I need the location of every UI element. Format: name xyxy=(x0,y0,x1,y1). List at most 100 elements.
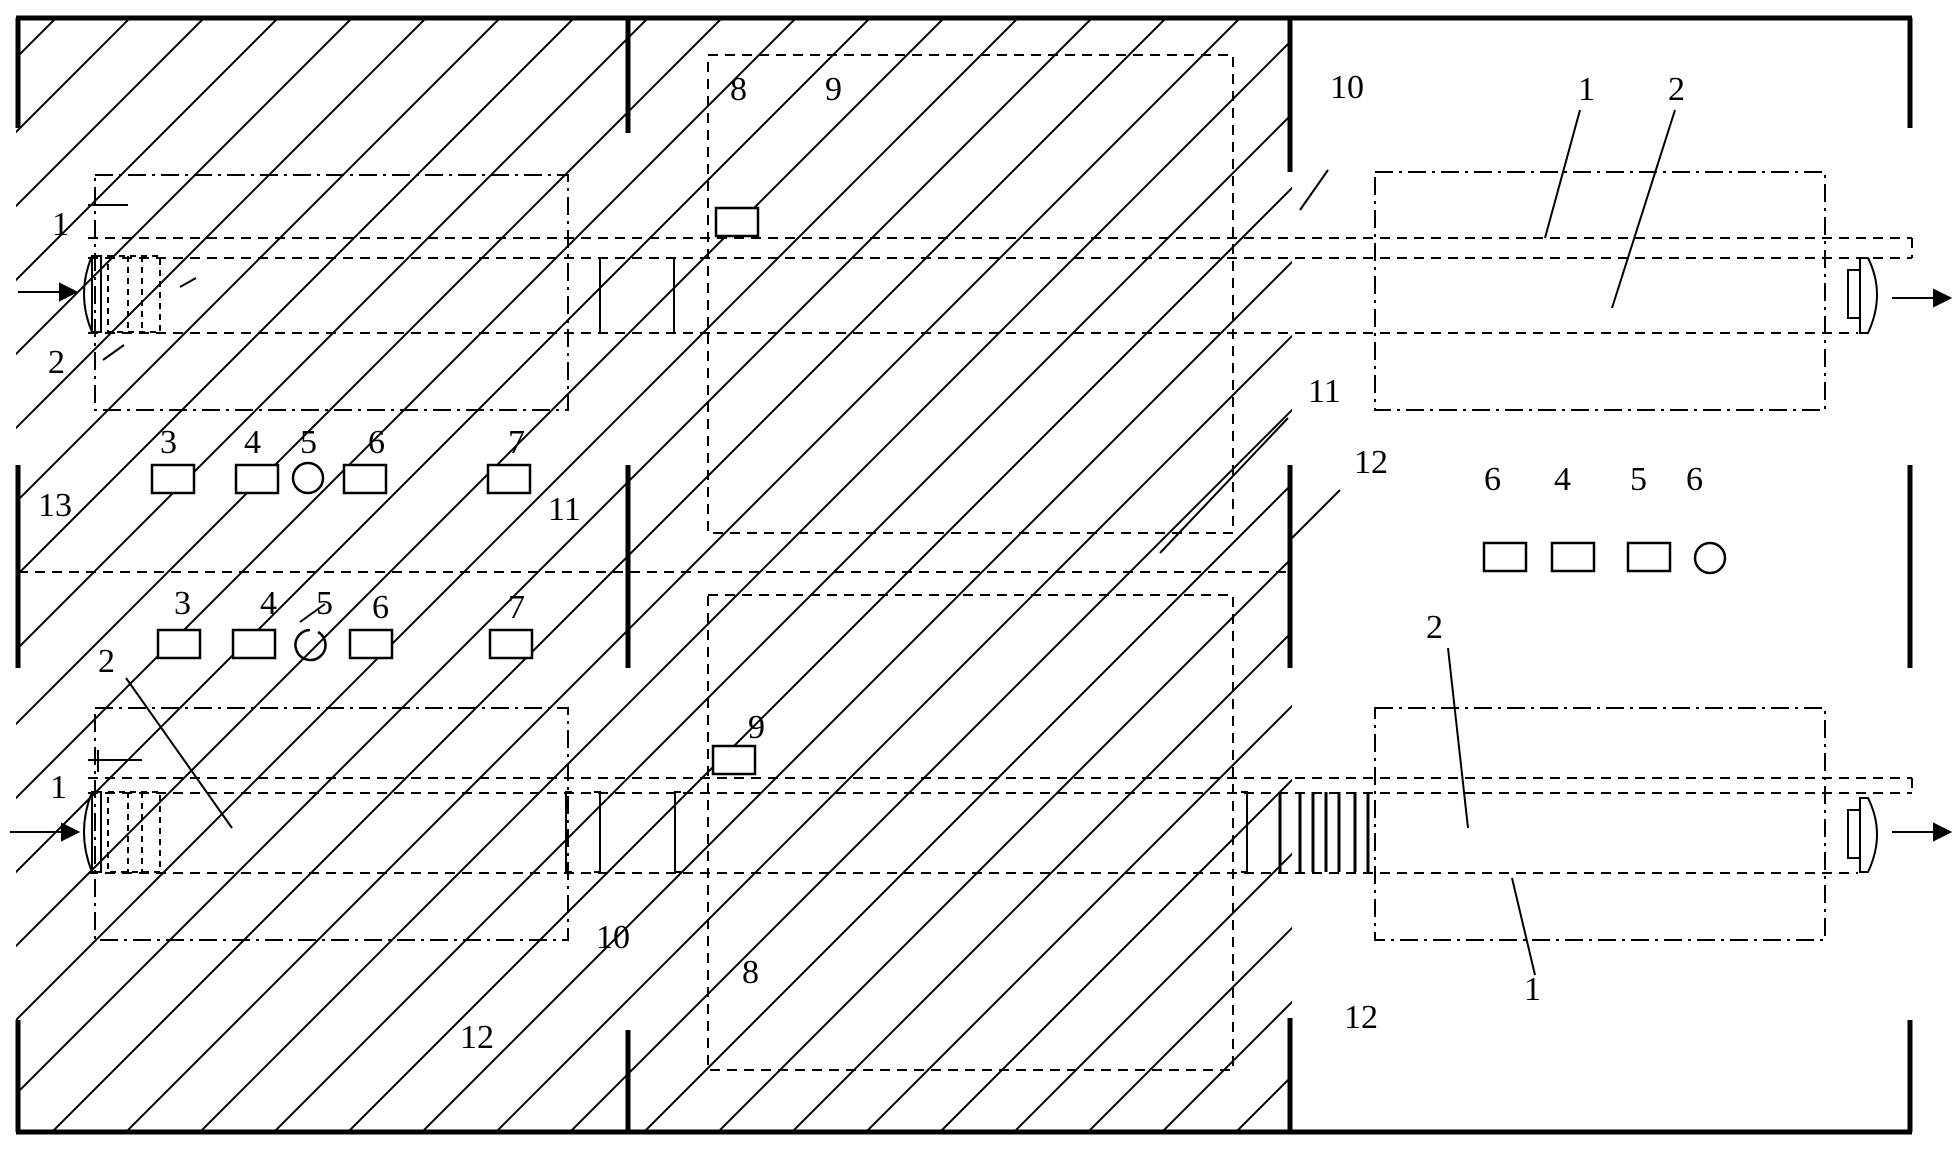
arrow-in-top-icon xyxy=(18,282,79,302)
label-1: 1 xyxy=(52,206,69,243)
hatch-line xyxy=(16,18,502,504)
equip-6-right xyxy=(1482,541,1528,573)
hatch-line xyxy=(16,18,132,134)
equip-6-bottom xyxy=(348,628,394,660)
label-7: 7 xyxy=(508,589,525,626)
label-2: 2 xyxy=(1668,71,1685,108)
label-4: 4 xyxy=(1554,461,1571,498)
equip-4-bottom xyxy=(231,628,277,660)
equip-5-right xyxy=(1626,541,1672,573)
label-2: 2 xyxy=(1426,609,1443,646)
label-3: 3 xyxy=(160,424,177,461)
label-12: 12 xyxy=(1354,444,1388,481)
equip-6-top xyxy=(342,463,388,495)
equip-3-bottom xyxy=(156,628,202,660)
label-5: 5 xyxy=(316,585,333,622)
inlet-mechanisms xyxy=(83,204,161,873)
hatch-line xyxy=(272,112,1292,1132)
equipment-frames xyxy=(94,171,1826,941)
hatch-line xyxy=(16,18,280,282)
hatch-line xyxy=(642,482,1292,1132)
hatch-line xyxy=(568,408,1292,1132)
label-10: 10 xyxy=(1330,69,1364,106)
hatch-line xyxy=(16,18,872,874)
hatch-line xyxy=(50,18,1168,1132)
label-1: 1 xyxy=(1524,971,1541,1008)
zone-bottom-middle xyxy=(707,594,1234,1071)
flow-arrows xyxy=(10,282,1953,842)
leader-lines xyxy=(102,109,1676,976)
equip-8-top xyxy=(714,206,760,238)
hatch-line xyxy=(790,630,1292,1132)
label-3: 3 xyxy=(174,585,191,622)
hatch-line xyxy=(16,18,428,430)
label-5: 5 xyxy=(1630,461,1647,498)
roller-grating xyxy=(1278,792,1370,872)
label-1: 1 xyxy=(1578,71,1595,108)
equip-5-top xyxy=(291,461,325,495)
label-8: 8 xyxy=(742,954,759,991)
hatch-line xyxy=(1012,852,1292,1132)
frame-top-right xyxy=(1374,171,1826,411)
label-8: 8 xyxy=(730,71,747,108)
label-6: 6 xyxy=(372,589,389,626)
arrow-in-bottom-icon xyxy=(10,822,81,842)
hatch-line xyxy=(716,556,1292,1132)
outlet-mechanisms xyxy=(1847,257,1878,873)
label-4: 4 xyxy=(260,585,277,622)
hatch-line xyxy=(346,186,1292,1132)
equip-4-top xyxy=(234,463,280,495)
hatch-line xyxy=(494,334,1292,1132)
hatch-line xyxy=(16,18,206,208)
hatch-line xyxy=(16,18,1020,1022)
hatch-line xyxy=(16,18,1094,1096)
hatch-line xyxy=(198,38,1292,1132)
equip-5-bottom xyxy=(294,628,327,662)
hatch-line xyxy=(1086,926,1292,1132)
conveyor-lines xyxy=(88,237,1913,874)
label-5: 5 xyxy=(300,424,317,461)
label-12: 12 xyxy=(460,1019,494,1056)
hatch-line xyxy=(420,260,1292,1132)
hatch-line xyxy=(16,18,650,652)
hatch-line xyxy=(864,704,1292,1132)
label-9: 9 xyxy=(748,709,765,746)
label-6: 6 xyxy=(1484,461,1501,498)
arrow-out-bottom-icon xyxy=(1892,822,1953,842)
equip-6b-right xyxy=(1693,541,1727,575)
label-1: 1 xyxy=(50,769,67,806)
equip-9-bottom xyxy=(711,744,757,776)
hatch-line xyxy=(16,18,58,60)
label-11: 11 xyxy=(548,491,581,528)
dashed-zones xyxy=(707,54,1234,1071)
equip-4-right xyxy=(1550,541,1596,573)
label-13: 13 xyxy=(38,487,72,524)
partition-walls xyxy=(625,18,1293,1132)
label-2: 2 xyxy=(48,344,65,381)
outer-walls xyxy=(15,15,1913,1135)
hatch-line xyxy=(124,18,1242,1132)
conveyor-brackets xyxy=(565,257,1248,873)
label-6: 6 xyxy=(1686,461,1703,498)
equipment-symbols xyxy=(150,206,1727,776)
zone-top-middle xyxy=(707,54,1234,534)
hatch-line xyxy=(16,18,946,948)
hatch-line xyxy=(16,18,354,356)
label-7: 7 xyxy=(508,424,525,461)
label-11: 11 xyxy=(1308,373,1341,410)
label-10: 10 xyxy=(596,919,630,956)
label-4: 4 xyxy=(244,424,261,461)
frame-bottom-right xyxy=(1374,707,1826,941)
labels: 1 2 8 9 10 1 2 3 4 5 6 7 13 11 11 12 6 4… xyxy=(38,69,1703,1056)
frame-bottom-left xyxy=(94,707,569,941)
hatch-line xyxy=(16,18,724,726)
label-12: 12 xyxy=(1344,999,1378,1036)
label-9: 9 xyxy=(825,71,842,108)
equip-7-top xyxy=(486,463,532,495)
frame-top-left xyxy=(94,174,569,411)
hatch-line xyxy=(16,18,798,800)
equip-7-bottom xyxy=(488,628,534,660)
label-6: 6 xyxy=(368,424,385,461)
